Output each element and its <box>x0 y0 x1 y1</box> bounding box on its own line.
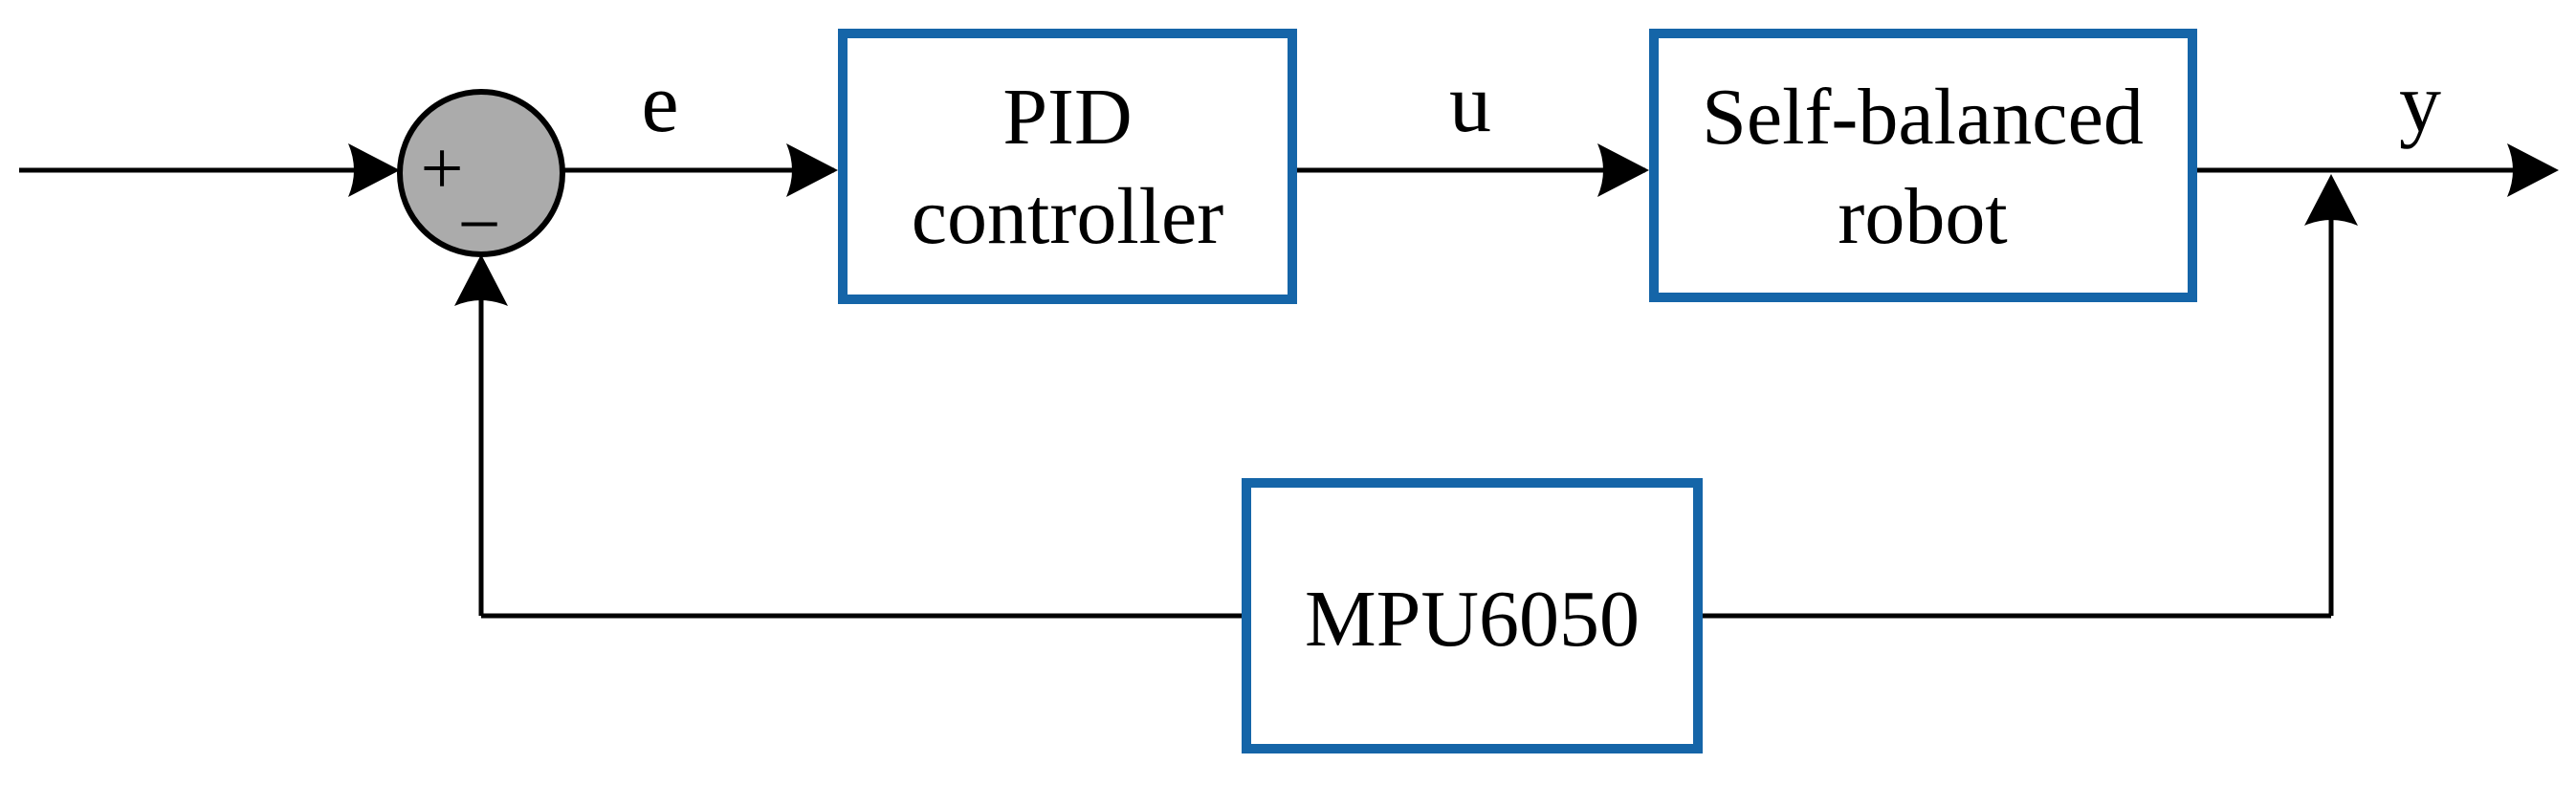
pid-controller-label-line1: PID <box>1002 73 1132 162</box>
control-arrowhead-icon <box>1597 143 1649 197</box>
summing-junction <box>397 89 565 257</box>
sensor-label: MPU6050 <box>1305 575 1640 664</box>
pid-controller-label-line2: controller <box>912 172 1224 261</box>
minus-sign: − <box>457 183 500 267</box>
feedback-branch-arrowhead-icon <box>2304 174 2358 226</box>
plus-sign: + <box>420 127 463 211</box>
plant-block <box>1649 29 2197 302</box>
pid-controller-block <box>838 29 1297 304</box>
sensor-block <box>1242 478 1703 753</box>
error-arrowhead-icon <box>786 143 838 197</box>
error-signal-label: e <box>641 57 678 150</box>
control-signal-label: u <box>1449 57 1491 150</box>
plant-label-line2: robot <box>1838 172 2007 261</box>
output-arrowhead-icon <box>2507 143 2559 197</box>
input-arrowhead-icon <box>348 143 400 197</box>
output-signal-label: y <box>2399 57 2441 150</box>
plant-label-line1: Self-balanced <box>1702 73 2144 162</box>
